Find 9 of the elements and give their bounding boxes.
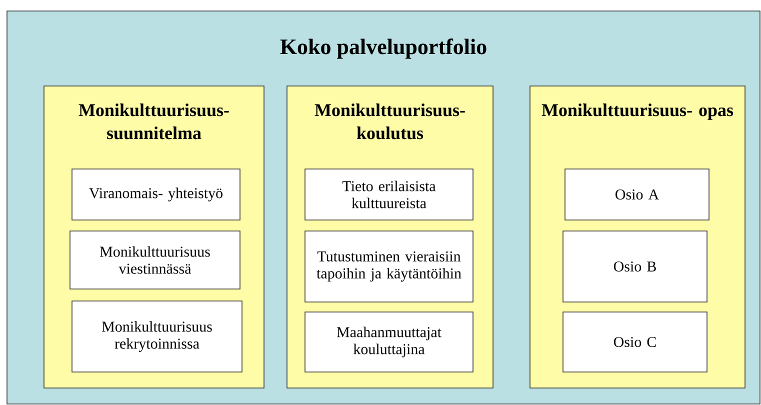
item-box: Viranomais- yhteistyö	[72, 168, 240, 220]
item-box: Monikulttuurisuus rekrytoinnissa	[72, 300, 242, 372]
item-box: Osio B	[562, 230, 708, 302]
item-box: Osio A	[564, 168, 710, 220]
item-box: Maahanmuuttajat kouluttajina	[304, 312, 474, 372]
item-box: Tutustuminen vieraisiin tapoihin ja käytäntöihin	[304, 230, 474, 302]
item-box: Monikulttuurisuus viestinnässä	[70, 230, 240, 290]
item-box: Tieto erilaisista kulttuureista	[304, 168, 474, 220]
item-box: Osio C	[562, 312, 708, 372]
